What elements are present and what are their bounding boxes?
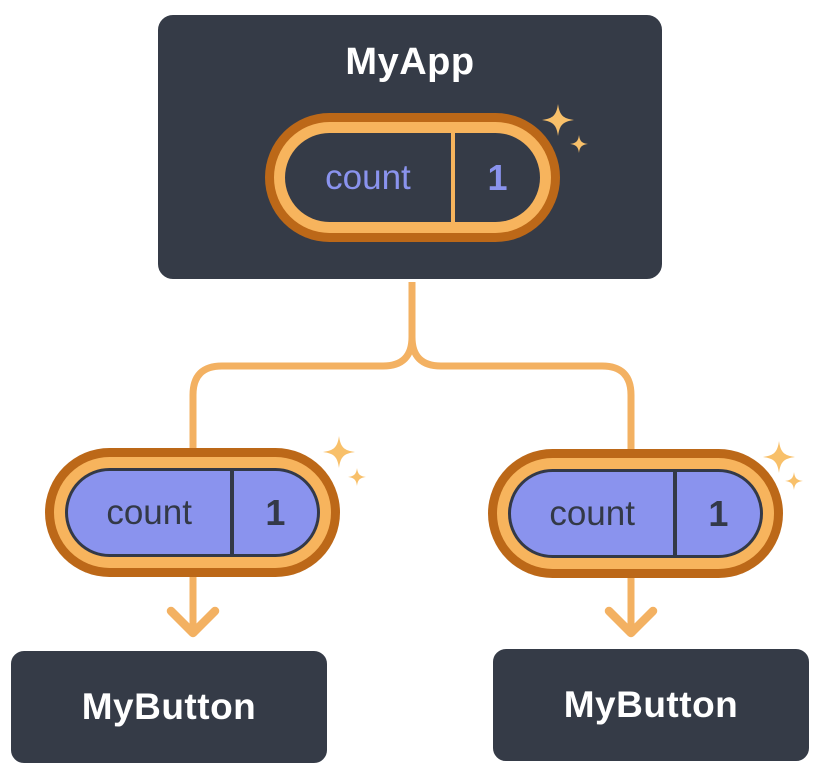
state-pill-divider — [230, 471, 234, 554]
state-pill-body: count 1 — [508, 469, 763, 558]
left-child-component-node: MyButton — [8, 648, 330, 766]
connector-right-branch — [408, 278, 635, 632]
arrow-down-icon — [604, 606, 658, 638]
right-child-component-node: MyButton — [490, 646, 812, 764]
state-value: 1 — [265, 491, 286, 533]
state-pill-body: count 1 — [285, 133, 540, 222]
state-pill-ring: count 1 — [274, 122, 551, 233]
root-component-node: MyApp count 1 — [155, 12, 665, 282]
root-component-name: MyApp — [345, 41, 475, 83]
child-component-name: MyButton — [81, 686, 257, 727]
state-pill-ring: count 1 — [54, 457, 331, 568]
state-pill-divider — [673, 472, 677, 555]
state-pill-divider — [450, 133, 455, 222]
state-label: count — [325, 157, 411, 197]
arrow-down-icon — [166, 606, 220, 638]
child-component-name: MyButton — [563, 684, 739, 725]
sparkle-icon — [763, 441, 803, 490]
root-state-pill: count 1 — [265, 113, 560, 242]
state-pill-body: count 1 — [65, 468, 320, 557]
right-child-state-pill: count 1 — [488, 449, 783, 578]
state-value: 1 — [487, 156, 508, 198]
state-label: count — [106, 492, 192, 532]
state-label: count — [549, 493, 635, 533]
sparkle-icon — [323, 436, 366, 486]
state-pill-ring: count 1 — [497, 458, 774, 569]
left-child-state-pill: count 1 — [45, 448, 340, 577]
state-value: 1 — [708, 492, 729, 534]
sparkle-icon — [542, 104, 588, 153]
